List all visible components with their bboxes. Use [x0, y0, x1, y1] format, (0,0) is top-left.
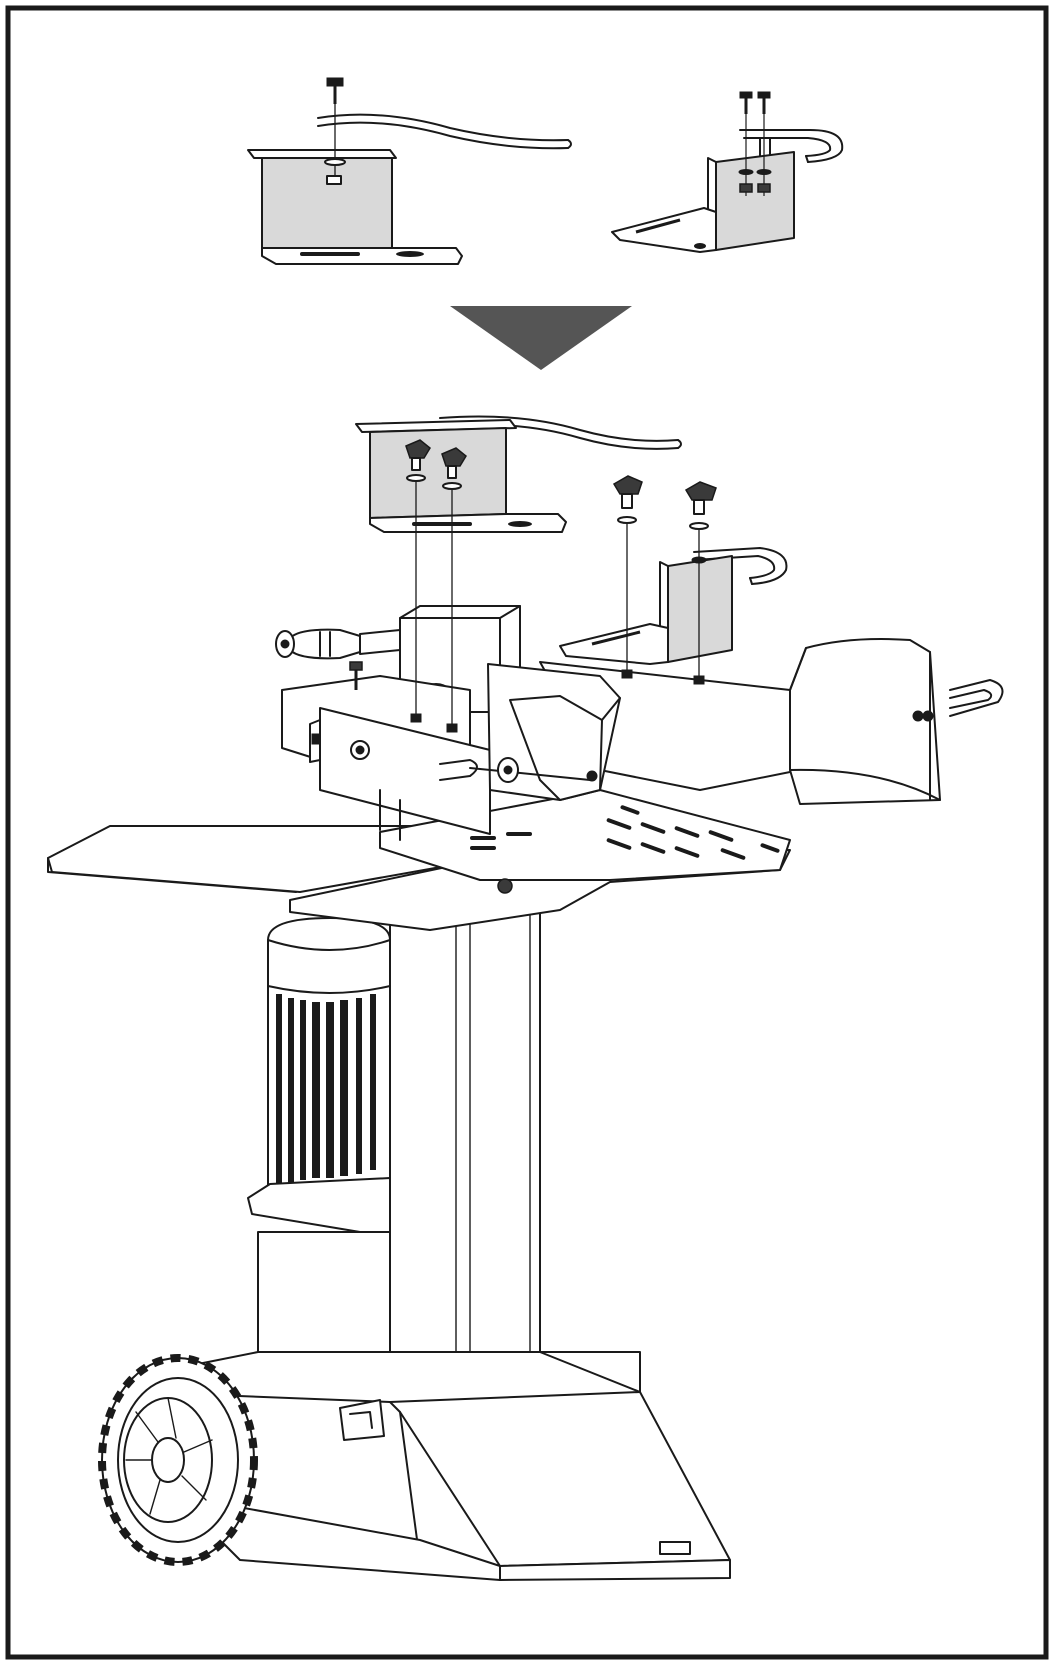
base-housing [187, 1231, 731, 1581]
right-bracket-mounted [559, 475, 788, 685]
main-column [389, 899, 541, 1369]
left-bracket-exploded [247, 77, 572, 265]
knob-icon [405, 439, 431, 471]
ram-frame [281, 675, 491, 835]
screw-icon [326, 77, 344, 104]
diagram-border [5, 5, 1049, 1660]
left-handle [275, 628, 401, 660]
knob-icon [684, 481, 717, 515]
wheel [98, 1354, 258, 1566]
motor [247, 917, 391, 1233]
frame-links [379, 789, 401, 841]
table-slots [470, 805, 780, 860]
knob-icon [441, 447, 467, 479]
screw-icon [757, 91, 771, 114]
down-triangle-arrow-icon [450, 306, 632, 370]
bolt-icon [349, 661, 363, 690]
splitting-wedge [439, 663, 621, 801]
left-side-table [47, 825, 481, 893]
right-bracket-exploded [611, 91, 844, 253]
screw-icon [739, 91, 753, 114]
knob-icon [612, 475, 643, 509]
left-bracket-mounted [355, 415, 682, 733]
